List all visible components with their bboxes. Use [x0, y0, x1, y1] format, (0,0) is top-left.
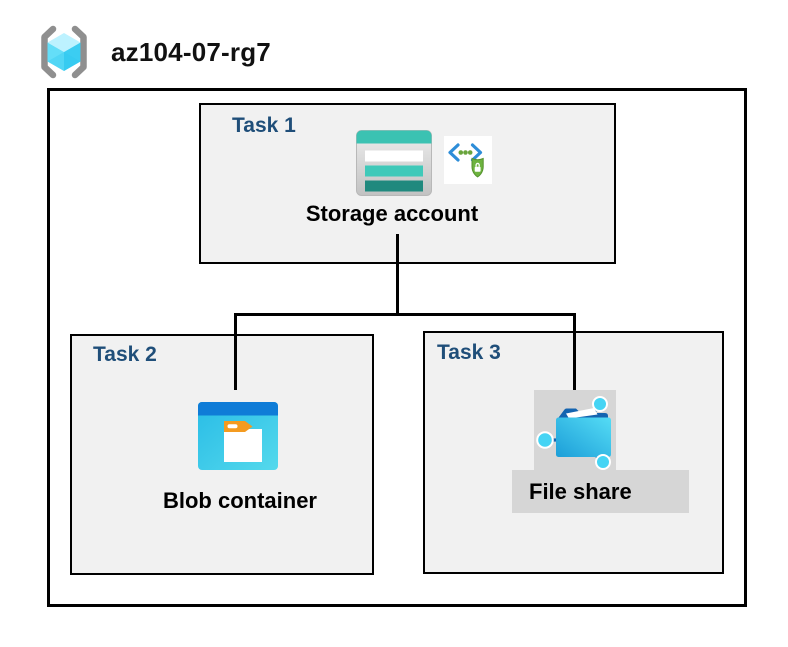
resource-group-title: az104-07-rg7 — [111, 36, 271, 67]
file-share-label: File share — [529, 479, 632, 504]
file-share-icon-highlight — [534, 390, 616, 470]
task-3-box: Task 3 File shar — [423, 331, 724, 574]
storage-account-icon — [356, 130, 432, 196]
connector-to-file-share — [573, 313, 576, 390]
task-3-label: Task 3 — [437, 341, 501, 364]
task-1-box: Task 1 Storage accoun — [199, 103, 616, 264]
connector-branch-bar — [234, 313, 576, 316]
task-2-label: Task 2 — [93, 343, 157, 366]
azure-resource-group-icon — [41, 25, 87, 79]
task-2-box: Task 2 Blob container — [70, 334, 374, 575]
connector-to-blob-container — [234, 313, 237, 390]
secure-access-icon — [444, 136, 492, 184]
task-1-label: Task 1 — [232, 114, 296, 137]
file-share-icon — [536, 396, 611, 470]
storage-account-label: Storage account — [305, 201, 479, 226]
file-share-label-highlight: File share — [512, 470, 689, 513]
blob-container-label: Blob container — [162, 488, 317, 513]
connector-storage-stem — [396, 234, 399, 313]
blob-container-icon — [198, 402, 278, 470]
resource-group-header: az104-07-rg7 — [33, 21, 271, 83]
